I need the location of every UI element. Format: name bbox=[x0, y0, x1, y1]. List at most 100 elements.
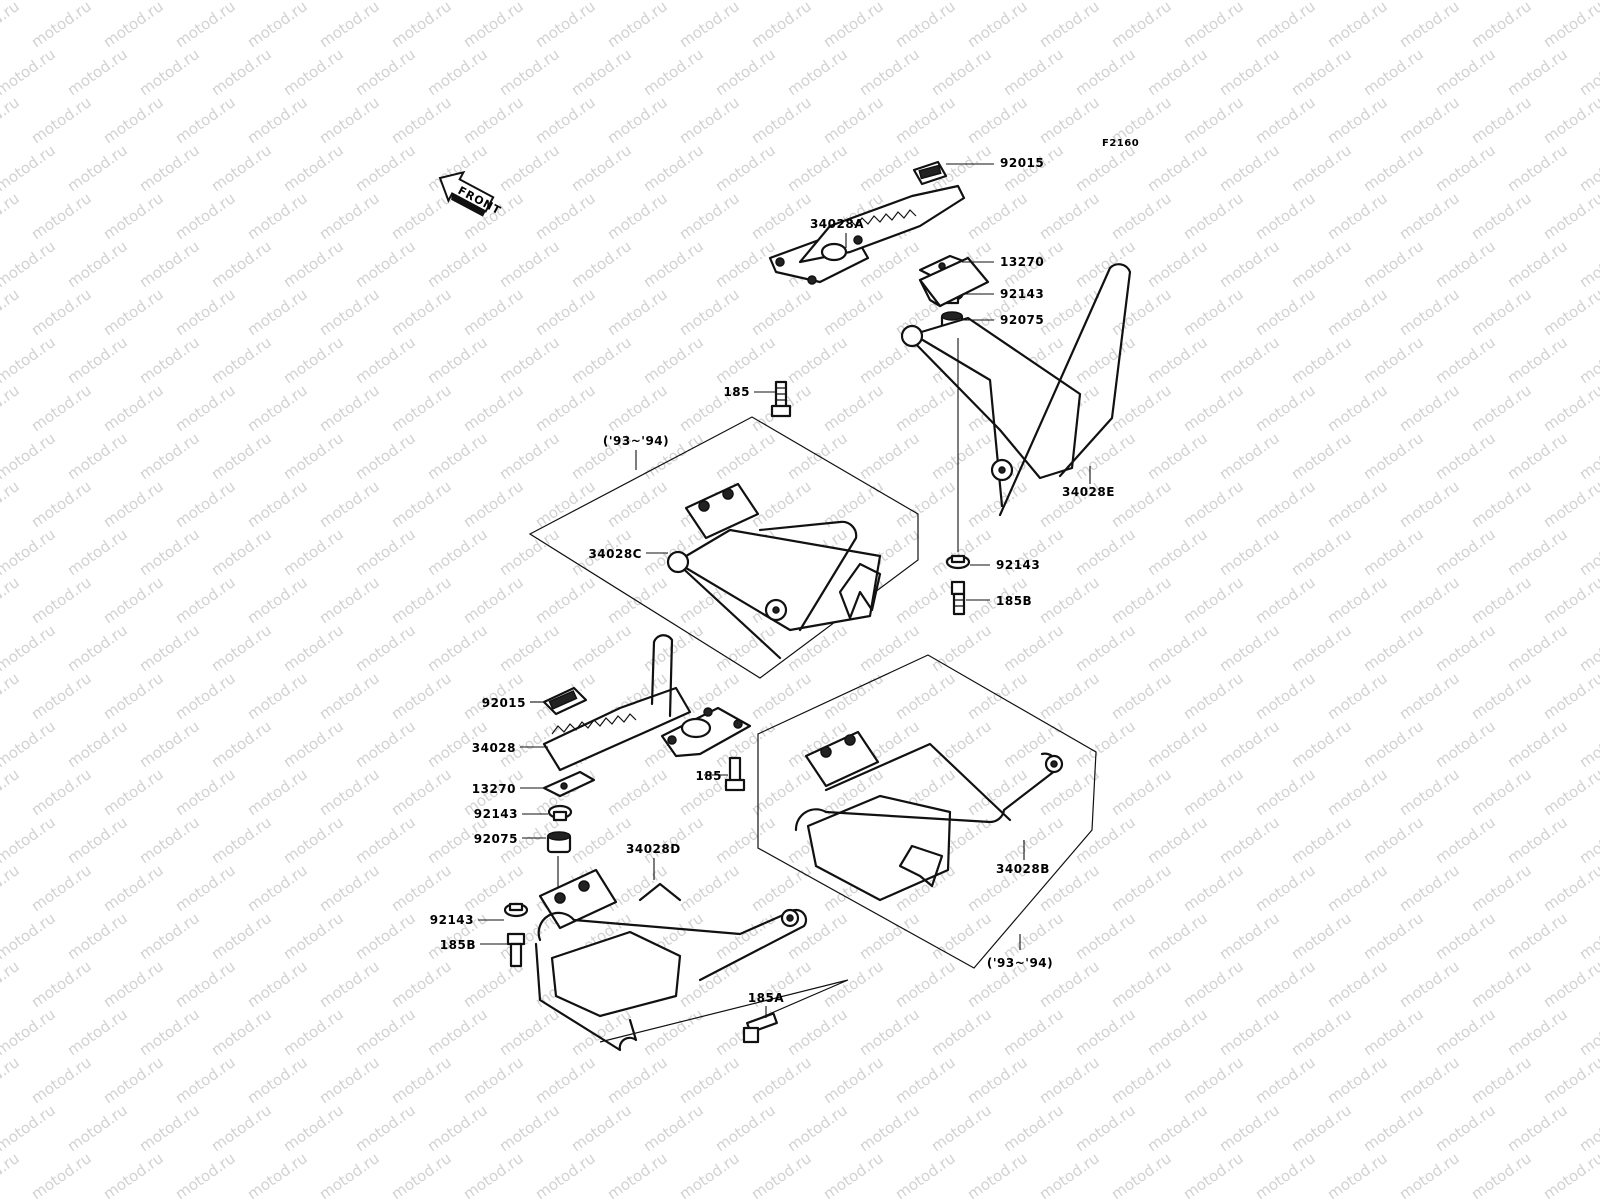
watermark-text: motod.ru bbox=[1036, 93, 1103, 147]
watermark-text: motod.ru bbox=[604, 765, 671, 819]
callout-label-92015-top: 92015 bbox=[1000, 156, 1044, 170]
watermark-text: motod.ru bbox=[172, 1149, 239, 1200]
watermark-text: motod.ru bbox=[64, 1101, 131, 1155]
watermark-text: motod.ru bbox=[640, 333, 707, 387]
watermark-text: motod.ru bbox=[568, 813, 635, 867]
watermark-text: motod.ru bbox=[640, 813, 707, 867]
watermark-text: motod.ru bbox=[892, 1053, 959, 1107]
watermark-text: motod.ru bbox=[352, 909, 419, 963]
part-92143-bot bbox=[547, 804, 573, 822]
callout-label-92143-mid: 92143 bbox=[996, 558, 1040, 572]
watermark-text: motod.ru bbox=[820, 285, 887, 339]
watermark-text: motod.ru bbox=[1324, 957, 1391, 1011]
watermark-text: motod.ru bbox=[1036, 285, 1103, 339]
watermark-text: motod.ru bbox=[1324, 477, 1391, 531]
watermark-text: motod.ru bbox=[1288, 333, 1355, 387]
watermark-text: motod.ru bbox=[1000, 45, 1067, 99]
inset-box-bottom bbox=[757, 654, 1097, 969]
watermark-text: motod.ru bbox=[1540, 381, 1600, 435]
watermark-text: motod.ru bbox=[100, 765, 167, 819]
watermark-text: motod.ru bbox=[676, 1053, 743, 1107]
watermark-text: motod.ru bbox=[1252, 765, 1319, 819]
watermark-text: motod.ru bbox=[280, 621, 347, 675]
watermark-text: motod.ru bbox=[532, 381, 599, 435]
watermark-text: motod.ru bbox=[892, 93, 959, 147]
watermark-text: motod.ru bbox=[1468, 573, 1535, 627]
watermark-text: motod.ru bbox=[1540, 1149, 1600, 1200]
watermark-text: motod.ru bbox=[352, 525, 419, 579]
watermark-text: motod.ru bbox=[1108, 957, 1175, 1011]
watermark-text: motod.ru bbox=[208, 717, 275, 771]
watermark-text: motod.ru bbox=[208, 237, 275, 291]
callout-label-92143-bot: 92143 bbox=[474, 807, 518, 821]
watermark-text: motod.ru bbox=[568, 45, 635, 99]
watermark-text: motod.ru bbox=[532, 189, 599, 243]
watermark-text: motod.ru bbox=[1180, 957, 1247, 1011]
watermark-text: motod.ru bbox=[1180, 93, 1247, 147]
watermark-text: motod.ru bbox=[1432, 909, 1499, 963]
watermark-text: motod.ru bbox=[892, 0, 959, 51]
watermark-text: motod.ru bbox=[1324, 381, 1391, 435]
watermark-text: motod.ru bbox=[1324, 765, 1391, 819]
watermark-text: motod.ru bbox=[1396, 381, 1463, 435]
watermark-text: motod.ru bbox=[208, 1005, 275, 1059]
watermark-text: motod.ru bbox=[1216, 621, 1283, 675]
watermark-text: motod.ru bbox=[388, 573, 455, 627]
watermark-text: motod.ru bbox=[424, 333, 491, 387]
watermark-text: motod.ru bbox=[1432, 1101, 1499, 1155]
watermark-text: motod.ru bbox=[1072, 621, 1139, 675]
watermark-text: motod.ru bbox=[28, 93, 95, 147]
watermark-text: motod.ru bbox=[1036, 573, 1103, 627]
watermark-text: motod.ru bbox=[1360, 141, 1427, 195]
watermark-text: motod.ru bbox=[784, 45, 851, 99]
watermark-text: motod.ru bbox=[1036, 1053, 1103, 1107]
watermark-text: motod.ru bbox=[136, 717, 203, 771]
watermark-text: motod.ru bbox=[388, 1053, 455, 1107]
watermark-text: motod.ru bbox=[1576, 621, 1600, 675]
watermark-text: motod.ru bbox=[1108, 285, 1175, 339]
watermark-text: motod.ru bbox=[1072, 0, 1139, 3]
watermark-text: motod.ru bbox=[1108, 765, 1175, 819]
watermark-text: motod.ru bbox=[1360, 333, 1427, 387]
watermark-text: motod.ru bbox=[244, 765, 311, 819]
watermark-text: motod.ru bbox=[1072, 429, 1139, 483]
watermark-text: motod.ru bbox=[388, 0, 455, 51]
watermark-text: motod.ru bbox=[460, 1149, 527, 1200]
watermark-text: motod.ru bbox=[532, 285, 599, 339]
watermark-text: motod.ru bbox=[316, 573, 383, 627]
watermark-text: motod.ru bbox=[1252, 1053, 1319, 1107]
callout-label-13270-top: 13270 bbox=[1000, 255, 1044, 269]
watermark-text: motod.ru bbox=[100, 93, 167, 147]
watermark-text: motod.ru bbox=[964, 93, 1031, 147]
watermark-text: motod.ru bbox=[0, 45, 59, 99]
watermark-text: motod.ru bbox=[388, 861, 455, 915]
part-13270-bot bbox=[542, 770, 596, 798]
watermark-text: motod.ru bbox=[100, 381, 167, 435]
watermark-text: motod.ru bbox=[316, 477, 383, 531]
watermark-text: motod.ru bbox=[100, 573, 167, 627]
watermark-text: motod.ru bbox=[1504, 237, 1571, 291]
watermark-text: motod.ru bbox=[28, 861, 95, 915]
watermark-text: motod.ru bbox=[1180, 381, 1247, 435]
watermark-text: motod.ru bbox=[100, 285, 167, 339]
watermark-text: motod.ru bbox=[1144, 141, 1211, 195]
watermark-text: motod.ru bbox=[316, 0, 383, 51]
watermark-text: motod.ru bbox=[784, 429, 851, 483]
watermark-text: motod.ru bbox=[28, 1149, 95, 1200]
watermark-text: motod.ru bbox=[280, 1005, 347, 1059]
watermark-text: motod.ru bbox=[0, 573, 23, 627]
watermark-text: motod.ru bbox=[1468, 189, 1535, 243]
watermark-text: motod.ru bbox=[460, 477, 527, 531]
watermark-text: motod.ru bbox=[1144, 813, 1211, 867]
watermark-text: motod.ru bbox=[172, 93, 239, 147]
watermark-text: motod.ru bbox=[0, 861, 23, 915]
watermark-text: motod.ru bbox=[28, 957, 95, 1011]
watermark-text: motod.ru bbox=[424, 525, 491, 579]
watermark-text: motod.ru bbox=[0, 189, 23, 243]
watermark-text: motod.ru bbox=[712, 237, 779, 291]
watermark-text: motod.ru bbox=[460, 93, 527, 147]
watermark-text: motod.ru bbox=[1252, 477, 1319, 531]
watermark-text: motod.ru bbox=[1288, 0, 1355, 3]
watermark-text: motod.ru bbox=[316, 669, 383, 723]
watermark-text: motod.ru bbox=[1036, 189, 1103, 243]
